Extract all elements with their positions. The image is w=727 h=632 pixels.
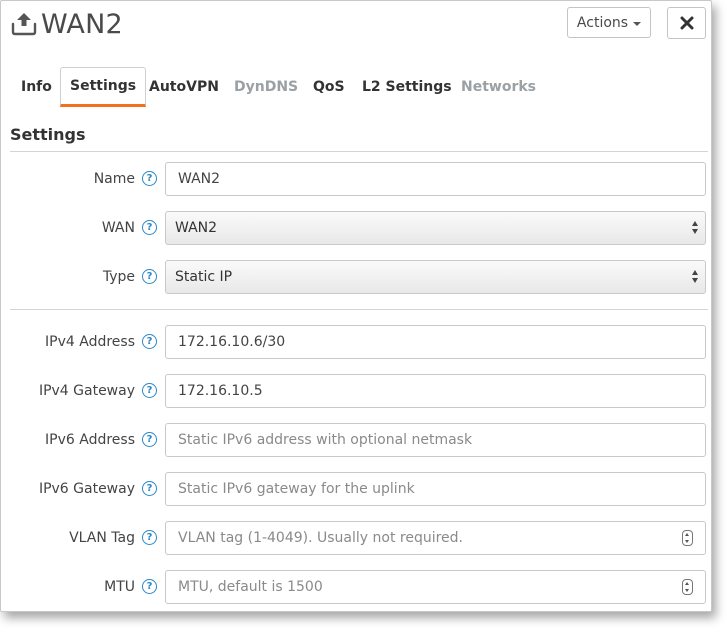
mtu-placeholder: MTU, default is 1500 [178,579,323,595]
ipv6-address-label: IPv6 Address [45,432,135,448]
tab-qos[interactable]: QoS [313,79,345,95]
help-icon[interactable]: ? [142,579,157,594]
type-label: Type [102,269,135,285]
tab-dyndns[interactable]: DynDNS [234,79,299,95]
tab-info[interactable]: Info [21,79,52,95]
ipv6-gateway-label: IPv6 Gateway [38,481,135,497]
help-icon[interactable]: ? [142,171,157,186]
close-icon [680,16,693,30]
help-icon[interactable]: ? [142,432,157,447]
mtu-label: MTU [104,579,135,595]
type-select[interactable]: Static IP [165,260,706,294]
mtu-input[interactable]: MTU, default is 1500 [165,570,706,604]
actions-label: Actions [576,14,629,31]
ipv6-gateway-row: IPv6 Gateway ? Static IPv6 gateway for t… [1,472,711,506]
chevron-down-icon [633,21,642,26]
section-title: Settings [10,125,86,144]
wan-row: WAN ? WAN2 [1,211,711,245]
mtu-row: MTU ? MTU, default is 1500 [1,570,711,604]
ipv4-gateway-label: IPv4 Gateway [38,383,135,399]
close-button[interactable] [667,7,706,39]
ipv4-gateway-row: IPv4 Gateway ? 172.16.10.5 [1,374,711,408]
ipv4-address-row: IPv4 Address ? 172.16.10.6/30 [1,325,711,359]
ipv4-gateway-input[interactable]: 172.16.10.5 [165,374,706,408]
number-spinner-icon[interactable] [682,530,693,546]
ipv6-address-input[interactable]: Static IPv6 address with optional netmas… [165,423,706,457]
ipv6-address-row: IPv6 Address ? Static IPv6 address with … [1,423,711,457]
section-divider [10,151,708,152]
vlan-tag-label: VLAN Tag [69,530,135,546]
name-label: Name [93,171,135,187]
ipv4-address-label: IPv4 Address [45,334,135,350]
actions-dropdown-button[interactable]: Actions [567,7,651,38]
help-icon[interactable]: ? [142,334,157,349]
ipv4-address-input[interactable]: 172.16.10.6/30 [165,325,706,359]
help-icon[interactable]: ? [142,269,157,284]
select-arrows-icon [692,221,699,235]
help-icon[interactable]: ? [142,383,157,398]
type-row: Type ? Static IP [1,260,711,294]
help-icon[interactable]: ? [142,220,157,235]
number-spinner-icon[interactable] [682,579,693,595]
vlan-tag-row: VLAN Tag ? VLAN tag (1-4049). Usually no… [1,521,711,555]
form-divider [10,309,708,310]
ipv6-gateway-input[interactable]: Static IPv6 gateway for the uplink [165,472,706,506]
wan-select-value: WAN2 [175,220,218,236]
type-select-value: Static IP [175,269,233,285]
name-row: Name ? WAN2 [1,162,711,196]
tab-l2-settings[interactable]: L2 Settings [362,79,452,95]
vlan-tag-input[interactable]: VLAN tag (1-4049). Usually not required. [165,521,706,555]
page-header: WAN2 [11,8,123,40]
tab-settings[interactable]: Settings [60,67,147,107]
help-icon[interactable]: ? [142,481,157,496]
tab-networks[interactable]: Networks [461,79,537,95]
name-input[interactable]: WAN2 [165,162,706,196]
help-icon[interactable]: ? [142,530,157,545]
tab-autovpn[interactable]: AutoVPN [149,79,219,95]
upload-tray-icon [11,13,37,36]
wan-settings-panel: WAN2 Actions Info Settings AutoVPN DynDN… [0,0,712,612]
select-arrows-icon [692,270,699,284]
wan-select[interactable]: WAN2 [165,211,706,245]
wan-label: WAN [101,220,135,236]
vlan-tag-placeholder: VLAN tag (1-4049). Usually not required. [178,530,464,546]
page-title: WAN2 [41,8,123,40]
tab-bar: Info Settings AutoVPN DynDNS QoS L2 Sett… [9,67,709,107]
